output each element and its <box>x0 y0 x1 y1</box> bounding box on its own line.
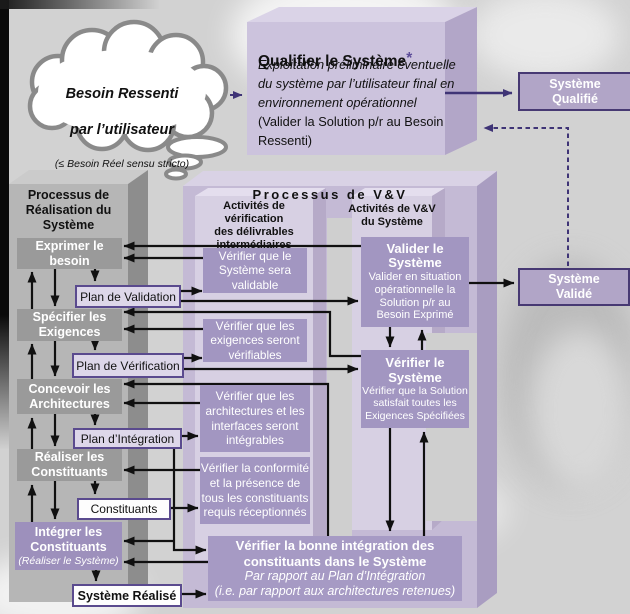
verify-system-title: Vérifier le Système <box>385 355 445 385</box>
validate-system-title: Valider le Système <box>386 240 444 271</box>
qualifier-body-italic: Exploitation préliminaire éventuelle du … <box>258 57 456 110</box>
verify-integration-box: Vérifier la bonne intégration des consti… <box>208 536 462 601</box>
background-highlight <box>470 0 620 80</box>
deliverables-panel-side <box>313 188 326 560</box>
plan-validation-box: Plan de Validation <box>75 285 181 308</box>
step-design-architectures: Concevoir les Architectures <box>17 379 122 414</box>
qualifier-box-face <box>247 22 445 155</box>
qualifier-body-plain: (Valider la Solution p/r au Besoin Resse… <box>258 114 444 148</box>
system-vv-column-header: Activités de V&V du Système <box>348 203 436 228</box>
black-flow-arrows <box>27 241 515 599</box>
plan-integration-box: Plan d’Intégration <box>73 428 182 449</box>
verify-system-box: Vérifier le Système Vérifier que la Solu… <box>361 350 469 428</box>
vv-title: Processus de V&V <box>252 187 408 202</box>
verify-requirements-verifiable-box: Vérifier que les exigences seront vérifi… <box>203 319 307 362</box>
qualifier-box-top <box>247 7 477 22</box>
background-dark-left-edge <box>0 0 9 450</box>
background-gap-strip <box>327 218 352 536</box>
qualifier-box-side <box>445 7 477 155</box>
verify-system-validatable-box: Vérifier que le Système sera validable <box>203 248 307 293</box>
verify-architectures-integrable-box: Vérifier que les architectures et les in… <box>200 385 310 452</box>
system-vv-panel-top <box>352 188 445 196</box>
deliverables-panel-top <box>195 188 326 196</box>
realisation-title: Processus de Réalisation du Système <box>25 188 112 232</box>
system-qualified-box: Système Qualifié <box>518 72 630 111</box>
verify-system-body: Vérifier que la Solution satisfait toute… <box>362 385 468 422</box>
vv-container-side <box>477 171 497 608</box>
step-express-need: Exprimer le besoin <box>17 238 122 269</box>
system-validated-box: Système Validé <box>518 268 630 306</box>
qualifier-footnote-star: * <box>406 50 413 67</box>
background-highlight <box>530 330 630 490</box>
validate-system-box: Valider le Système Valider en situation … <box>361 237 469 327</box>
qualifier-title-text: Qualifier le Système <box>258 53 407 70</box>
integrate-label: Intégrer les Constituants <box>30 524 107 554</box>
system-realised-box: Système Réalisé <box>72 584 182 607</box>
step-build-constituents: Réaliser les Constituants <box>17 449 122 481</box>
verify-integration-main: Vérifier la bonne intégration des consti… <box>235 538 435 569</box>
qualifier-title: Qualifier le Système* <box>258 32 412 71</box>
thought-cloud <box>27 19 229 181</box>
step-specify-requirements: Spécifier les Exigences <box>17 309 122 341</box>
cloud-line1: Besoin Ressenti <box>65 86 179 102</box>
cloud-text: Besoin Ressenti par l’utilisateur (≤ Bes… <box>22 67 222 189</box>
cloud-line2: par l’utilisateur <box>70 122 174 138</box>
plan-verification-box: Plan de Vérification <box>72 353 184 378</box>
integrate-sublabel: (Réaliser le Système) <box>18 554 119 567</box>
background-dark-top-edge <box>0 0 160 9</box>
realisation-container-top <box>9 170 148 184</box>
validate-system-body: Valider en situation opérationnelle la S… <box>368 270 462 322</box>
deliverables-column-header: Activités de vérification des délivrable… <box>214 200 294 251</box>
vv-container-top <box>183 171 497 186</box>
cloud-line3: (≤ Besoin Réel sensu stricto) <box>54 158 190 170</box>
constituents-box: Constituants <box>77 498 171 520</box>
validated-to-qualifier-dashed-arrow <box>483 124 569 266</box>
step-integrate-constituents: Intégrer les Constituants (Réaliser le S… <box>15 522 122 570</box>
realisation-container-side <box>128 170 148 602</box>
verify-integration-note: Par rapport au Plan d’Intégration (i.e. … <box>214 569 456 598</box>
verify-constituents-conformity-box: Vérifier la conformité et la présence de… <box>200 457 310 524</box>
